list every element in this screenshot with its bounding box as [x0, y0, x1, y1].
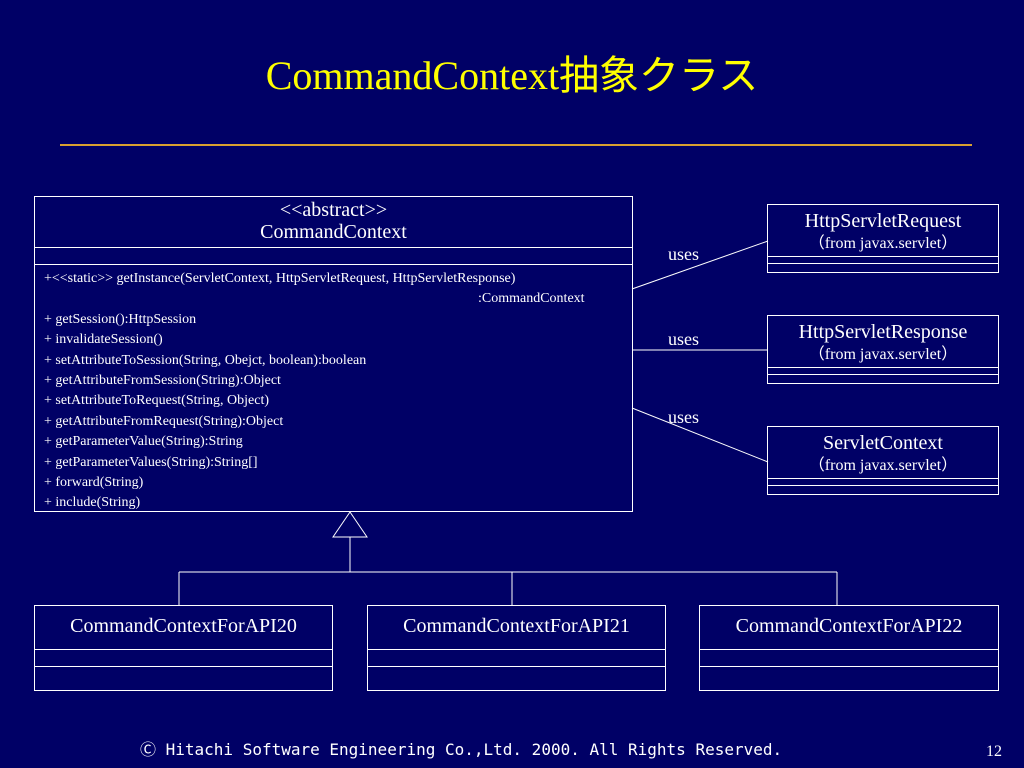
- class-name: ServletContext: [823, 432, 943, 454]
- copyright-footer: Ⓒ Hitachi Software Engineering Co.,Ltd. …: [140, 740, 783, 759]
- operations-list: +<<static>> getInstance(ServletContext, …: [44, 269, 585, 514]
- class-name: CommandContextForAPI20: [70, 615, 297, 637]
- class-stereotype: <<abstract>>: [279, 199, 388, 221]
- operation-item: + getAttributeFromSession(String):Object: [44, 373, 281, 389]
- operation-item: + forward(String): [44, 475, 144, 491]
- operation-item: + getSession():HttpSession: [44, 311, 197, 327]
- uses-label: uses: [668, 244, 699, 264]
- servletcontext-class-box: ServletContext （from javax.servlet）: [767, 426, 999, 495]
- uses-connector-context: [631, 407, 769, 463]
- operation-item: + setAttributeToSession(String, Obejct, …: [44, 352, 367, 368]
- class-divider: [35, 666, 332, 667]
- class-divider: [35, 264, 632, 265]
- class-divider: [35, 247, 632, 248]
- httpservletrequest-class-box: HttpServletRequest （from javax.servlet）: [767, 204, 999, 273]
- operation-item: :CommandContext: [478, 291, 585, 307]
- commandcontextforapi20-class-box: CommandContextForAPI20: [34, 605, 333, 691]
- class-divider: [768, 485, 998, 486]
- class-divider: [768, 367, 998, 368]
- operation-item: +<<static>> getInstance(ServletContext, …: [44, 271, 516, 286]
- class-name: CommandContext: [260, 221, 407, 243]
- operation-item: + getParameterValue(String):String: [44, 434, 243, 450]
- class-name: HttpServletResponse: [798, 321, 968, 343]
- uses-label: uses: [668, 407, 699, 427]
- title-divider: [60, 144, 972, 146]
- commandcontextforapi21-class-box: CommandContextForAPI21: [367, 605, 666, 691]
- class-divider: [768, 374, 998, 375]
- class-divider: [700, 649, 998, 650]
- class-name: CommandContextForAPI22: [735, 615, 963, 637]
- uses-connector-request: [631, 240, 769, 290]
- class-divider: [35, 649, 332, 650]
- class-divider: [768, 256, 998, 257]
- operation-item: + getAttributeFromRequest(String):Object: [44, 413, 284, 429]
- httpservletresponse-class-box: HttpServletResponse （from javax.servlet）: [767, 315, 999, 384]
- generalization-arrowhead: [332, 511, 368, 538]
- uses-label: uses: [668, 329, 699, 349]
- operation-item: + invalidateSession(): [44, 332, 163, 348]
- class-name: CommandContextForAPI21: [403, 615, 630, 637]
- class-package: （from javax.servlet）: [808, 346, 958, 363]
- class-divider: [768, 478, 998, 479]
- commandcontextforapi22-class-box: CommandContextForAPI22: [699, 605, 999, 691]
- operation-item: + getParameterValues(String):String[]: [44, 454, 258, 470]
- class-name: HttpServletRequest: [804, 210, 962, 232]
- commandcontext-class-box: <<abstract>> CommandContext +<<static>> …: [34, 196, 633, 512]
- slide-title: CommandContext抽象クラス: [265, 53, 759, 98]
- operation-item: + include(String): [44, 495, 141, 511]
- class-package: （from javax.servlet）: [808, 235, 958, 252]
- class-package: （from javax.servlet）: [808, 457, 958, 474]
- class-divider: [700, 666, 998, 667]
- class-divider: [368, 666, 665, 667]
- operation-item: + setAttributeToRequest(String, Object): [44, 393, 270, 409]
- class-divider: [368, 649, 665, 650]
- class-divider: [768, 263, 998, 264]
- page-number: 12: [986, 743, 1002, 760]
